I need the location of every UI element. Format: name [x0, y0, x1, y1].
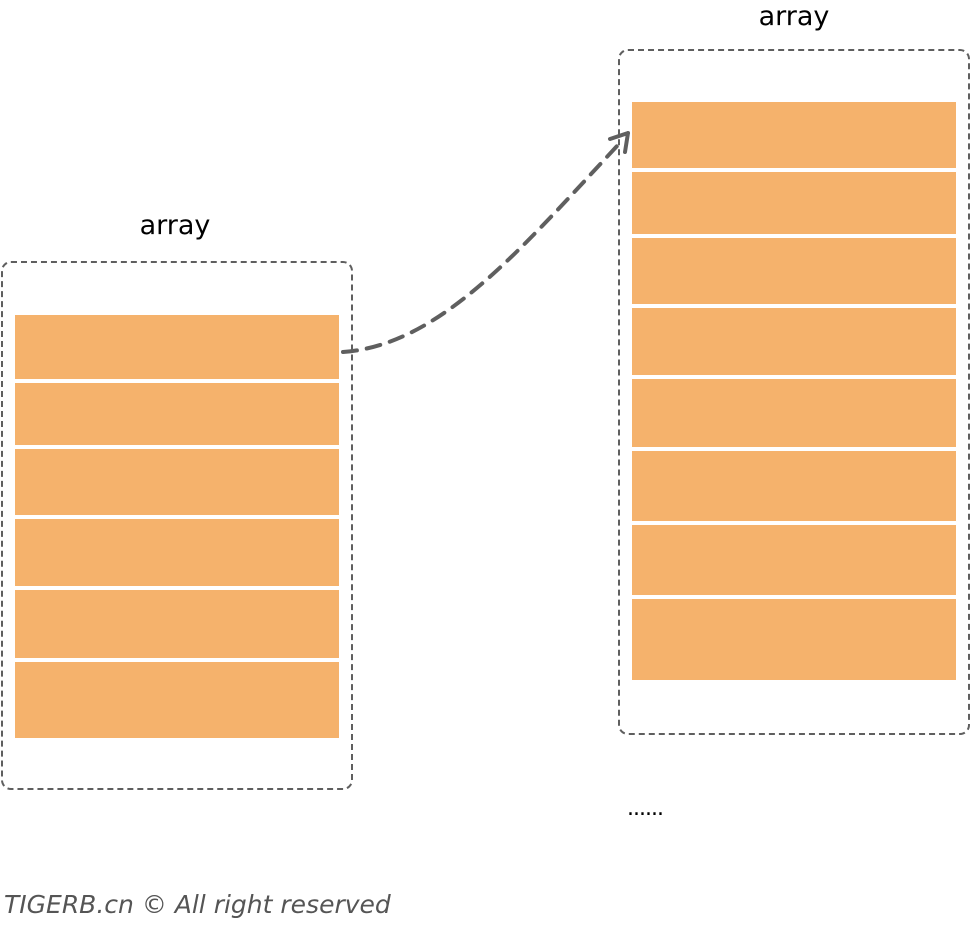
right-array-slot: [632, 379, 956, 447]
right-array-slot: [632, 451, 956, 521]
continuation-ellipsis: ......: [627, 796, 664, 821]
left-array-slot: [15, 519, 339, 586]
right-array-slot: [632, 238, 956, 304]
left-array-slot: [15, 449, 339, 515]
footer-copyright: TIGERB.cn © All right reserved: [4, 890, 391, 919]
copy-arrow-path: [341, 143, 620, 354]
right-array-slot: [632, 308, 956, 375]
right-array-container: [618, 49, 970, 735]
left-array-slot: [15, 383, 339, 445]
right-array-slot: [632, 172, 956, 234]
right-array-label: array: [758, 1, 830, 32]
left-array-slot: [15, 662, 339, 738]
right-array-slot: [632, 599, 956, 680]
left-array-slot: [15, 315, 339, 379]
left-array-slot: [15, 590, 339, 658]
right-array-slot: [632, 102, 956, 168]
left-array-container: [1, 261, 353, 790]
left-array-label: array: [139, 210, 211, 241]
right-array-slot: [632, 525, 956, 595]
